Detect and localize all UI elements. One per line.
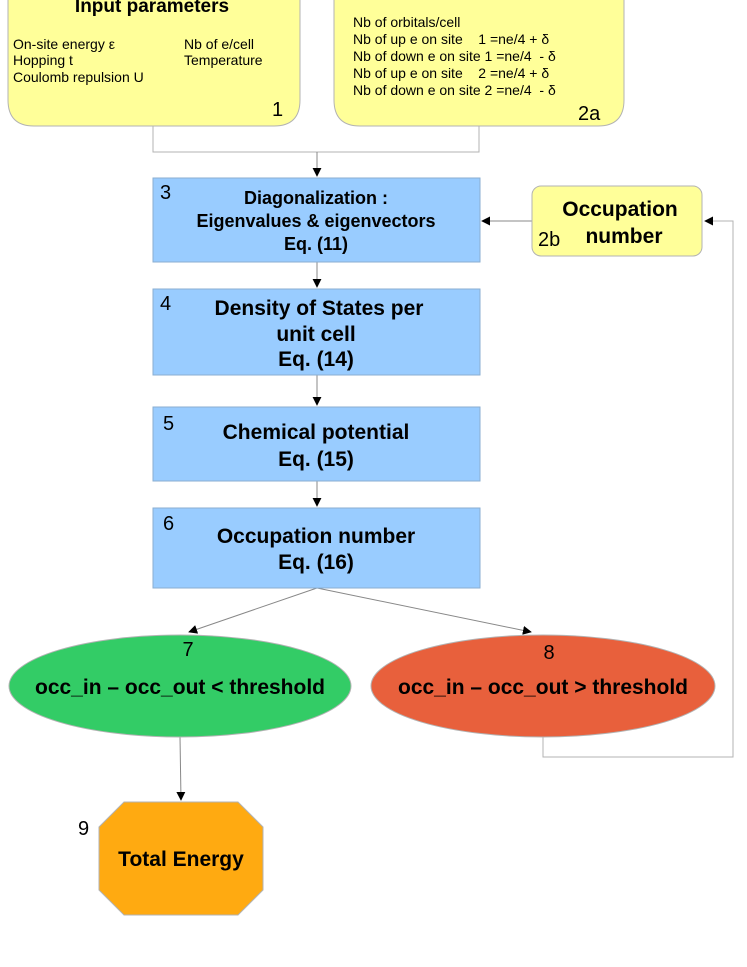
occupation-input-line2: number bbox=[585, 225, 662, 248]
not-converged-label: occ_in – occ_out > threshold bbox=[398, 676, 688, 699]
input-param-right-1: Temperature bbox=[184, 52, 263, 68]
step-5-number: 5 bbox=[163, 413, 174, 435]
step-4-number: 4 bbox=[160, 293, 171, 315]
step-5-line-1: Eq. (15) bbox=[278, 448, 354, 471]
orbital-box-number: 2a bbox=[578, 103, 601, 125]
connectors bbox=[152, 126, 734, 801]
orbital-line-0: Nb of orbitals/cell bbox=[353, 14, 460, 30]
step-6-line-0: Occupation number bbox=[217, 525, 415, 548]
converged-number: 7 bbox=[182, 639, 193, 661]
arrow-to-total-energy bbox=[176, 736, 186, 801]
input-param-left-1: Hopping t bbox=[13, 52, 73, 68]
total-energy-number: 9 bbox=[78, 818, 89, 840]
step-6-line-1: Eq. (16) bbox=[278, 551, 354, 574]
step-4-line-1: unit cell bbox=[276, 323, 355, 346]
feedback-loop-line bbox=[542, 216, 734, 758]
occupation-input-box: Occupation number 2b bbox=[531, 185, 703, 257]
occupation-input-number: 2b bbox=[538, 229, 560, 251]
input-param-right-0: Nb of e/cell bbox=[184, 36, 254, 52]
step-4-density-of-states: 4 Density of States per unit cell Eq. (1… bbox=[152, 288, 481, 376]
step-3-line-1: Eigenvalues & eigenvectors bbox=[196, 211, 435, 231]
total-energy-label: Total Energy bbox=[118, 848, 244, 871]
not-converged-condition: 8 occ_in – occ_out > threshold bbox=[370, 634, 716, 738]
step-4-line-0: Density of States per bbox=[215, 297, 424, 320]
step-3-number: 3 bbox=[160, 182, 171, 204]
step-5-line-0: Chemical potential bbox=[223, 421, 410, 444]
converged-condition: 7 occ_in – occ_out < threshold bbox=[8, 634, 352, 738]
step-6-occupation-number: 6 Occupation number Eq. (16) bbox=[152, 507, 481, 589]
orbital-line-2: Nb of down e on site 1 =ne/4 - δ bbox=[353, 48, 556, 64]
input-parameters-box: Input parameters On-site energy ε Hoppin… bbox=[7, 0, 301, 127]
step-6-number: 6 bbox=[163, 513, 174, 535]
orbital-line-4: Nb of down e on site 2 =ne/4 - δ bbox=[353, 82, 556, 98]
total-energy-node: 9 Total Energy bbox=[78, 801, 264, 916]
step-3-line-0: Diagonalization : bbox=[244, 188, 388, 208]
step-3-line-2: Eq. (11) bbox=[284, 234, 348, 254]
converged-label: occ_in – occ_out < threshold bbox=[35, 676, 325, 699]
orbital-parameters-box: Nb of orbitals/cell Nb of up e on site 1… bbox=[333, 0, 625, 127]
input-box-number: 1 bbox=[272, 99, 283, 121]
step-4-line-2: Eq. (14) bbox=[278, 348, 354, 371]
arrow-to-converged bbox=[188, 587, 318, 634]
input-param-left-2: Coulomb repulsion U bbox=[13, 69, 144, 85]
connector-inputs-merge bbox=[152, 126, 480, 153]
orbital-line-3: Nb of up e on site 2 =ne/4 + δ bbox=[353, 65, 549, 81]
step-3-diagonalization: 3 Diagonalization : Eigenvalues & eigenv… bbox=[152, 177, 481, 263]
step-5-chemical-potential: 5 Chemical potential Eq. (15) bbox=[152, 406, 481, 482]
arrow-to-not-converged bbox=[316, 587, 532, 635]
input-param-left-0: On-site energy ε bbox=[13, 36, 115, 52]
not-converged-number: 8 bbox=[543, 642, 554, 664]
occupation-input-line1: Occupation bbox=[562, 198, 678, 221]
input-parameters-title: Input parameters bbox=[75, 0, 229, 17]
orbital-line-1: Nb of up e on site 1 =ne/4 + δ bbox=[353, 31, 549, 47]
